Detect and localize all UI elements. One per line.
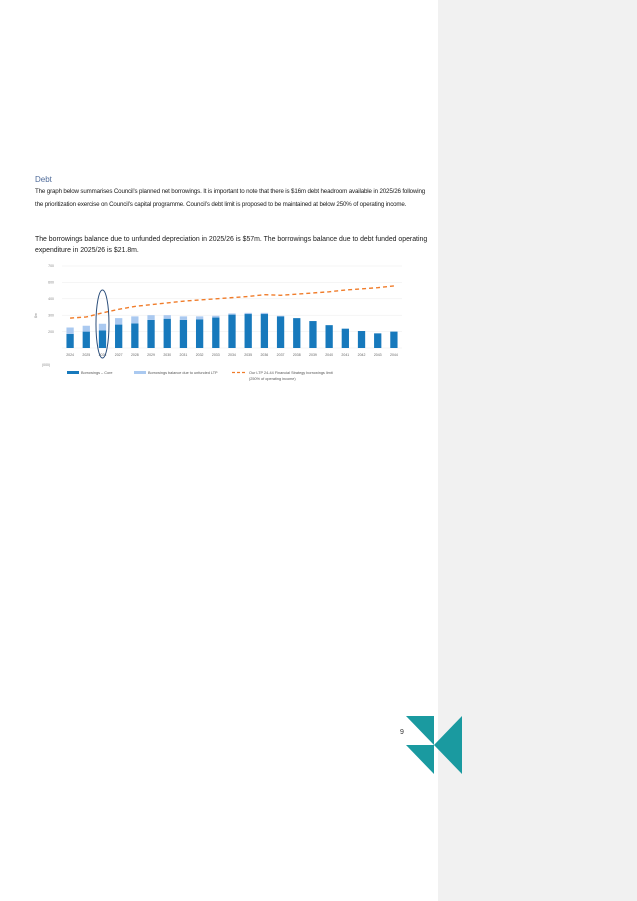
x-tick-label: 2025 bbox=[82, 353, 90, 357]
limit-line bbox=[70, 285, 394, 319]
page-number: 9 bbox=[400, 729, 404, 736]
x-tick-label: 2029 bbox=[147, 353, 155, 357]
y-tick-label: 700 bbox=[48, 264, 54, 268]
debt-paragraph-2: The borrowings balance due to unfunded d… bbox=[35, 236, 428, 254]
legend-label-limit: Our LTP 24-44 Financial Strategy borrowi… bbox=[249, 371, 334, 375]
bar-core bbox=[374, 333, 382, 348]
bar-unfunded bbox=[276, 315, 285, 317]
x-tick-label: 2042 bbox=[358, 353, 366, 357]
x-tick-label: 2032 bbox=[196, 353, 204, 357]
council-logo-icon bbox=[406, 716, 462, 774]
bar-core bbox=[179, 319, 188, 348]
bar-core bbox=[212, 317, 220, 348]
x-tick-label: 2031 bbox=[180, 353, 188, 357]
bar-unfunded bbox=[212, 315, 220, 318]
bar-unfunded bbox=[228, 313, 236, 315]
y-tick-label: 200 bbox=[48, 330, 54, 334]
bar-unfunded bbox=[115, 318, 123, 325]
bar-core bbox=[341, 328, 349, 348]
bar-core bbox=[195, 319, 204, 348]
highlight-ellipse bbox=[95, 289, 110, 359]
bar-core bbox=[163, 318, 171, 348]
unit-note: (000) bbox=[42, 363, 50, 367]
x-tick-label: 2041 bbox=[341, 353, 349, 357]
section-heading: Debt bbox=[35, 175, 52, 184]
bar-series bbox=[66, 312, 398, 348]
bar-core bbox=[390, 331, 398, 348]
bar-core bbox=[115, 324, 123, 348]
x-tick-label: 2035 bbox=[244, 353, 252, 357]
bar-core bbox=[276, 316, 285, 348]
limit-line-series bbox=[70, 285, 394, 319]
y-tick-label: 300 bbox=[48, 313, 54, 317]
bar-unfunded bbox=[66, 327, 74, 334]
legend-swatch-core bbox=[67, 371, 79, 374]
x-tick-labels: 2024 2025 2026 2027 2028 2029 2030 2031 2032 2033… bbox=[66, 353, 398, 357]
x-tick-label: 2034 bbox=[228, 353, 236, 357]
bar-core bbox=[260, 314, 269, 348]
bar-core bbox=[293, 318, 301, 348]
chart-legend: Borrowings – Core Borrowings balance due… bbox=[67, 371, 334, 381]
bar-core bbox=[131, 323, 139, 348]
bar-unfunded bbox=[163, 315, 171, 319]
bar-core bbox=[325, 325, 333, 348]
legend-label-limit-2: (250% of operating income) bbox=[249, 377, 296, 381]
bar-unfunded bbox=[195, 316, 204, 320]
legend-label-unfunded: Borrowings balance due to unfunded LTP bbox=[148, 371, 218, 375]
bar-core bbox=[98, 330, 107, 348]
x-tick-label: 2030 bbox=[163, 353, 171, 357]
x-tick-label: 2036 bbox=[260, 353, 268, 357]
x-tick-label: 2027 bbox=[115, 353, 123, 357]
x-tick-label: 2043 bbox=[374, 353, 382, 357]
bar-core bbox=[147, 319, 155, 348]
bar-core bbox=[309, 321, 317, 348]
logo-triangle-top-left bbox=[406, 716, 434, 745]
x-tick-label: 2028 bbox=[131, 353, 139, 357]
debt-paragraph-1: The graph below summarises Council’s pla… bbox=[35, 188, 426, 208]
y-tick-labels: 700 600 400 300 200 bbox=[48, 264, 54, 334]
x-tick-label: 2033 bbox=[212, 353, 220, 357]
bar-unfunded bbox=[244, 312, 252, 315]
bar-core bbox=[244, 314, 252, 348]
x-tick-label: 2026 bbox=[99, 353, 107, 357]
x-tick-label: 2038 bbox=[293, 353, 301, 357]
y-tick-label: 400 bbox=[48, 297, 54, 301]
x-tick-label: 2040 bbox=[325, 353, 333, 357]
x-tick-label: 2044 bbox=[390, 353, 398, 357]
bar-unfunded bbox=[98, 323, 107, 331]
bar-unfunded bbox=[131, 316, 139, 324]
logo-triangle-bottom-left-2 bbox=[406, 745, 434, 774]
bar-unfunded bbox=[82, 325, 90, 332]
bar-core bbox=[66, 333, 74, 348]
legend-swatch-unfunded bbox=[134, 371, 146, 374]
x-tick-label: 2024 bbox=[66, 353, 74, 357]
bar-core bbox=[82, 331, 90, 348]
legend-label-core: Borrowings – Core bbox=[81, 371, 112, 375]
bar-unfunded bbox=[147, 315, 155, 320]
logo-triangle-bottom-right bbox=[434, 745, 462, 774]
y-tick-label: 600 bbox=[48, 281, 54, 285]
x-tick-label: 2039 bbox=[309, 353, 317, 357]
y-axis-label: $m bbox=[34, 313, 38, 318]
x-tick-label: 2037 bbox=[277, 353, 285, 357]
bar-core bbox=[357, 331, 366, 348]
bar-unfunded bbox=[260, 312, 269, 315]
bar-unfunded bbox=[179, 316, 188, 320]
logo-triangle-top-right bbox=[434, 716, 462, 745]
bar-core bbox=[228, 314, 236, 348]
comment-pane bbox=[438, 0, 637, 901]
